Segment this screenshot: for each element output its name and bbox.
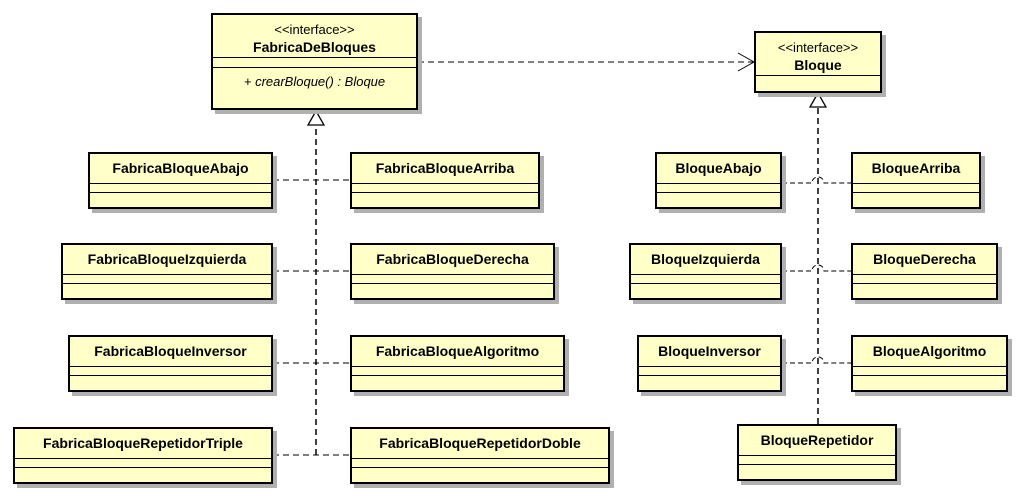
class-name: FabricaBloqueIzquierda (87, 251, 247, 267)
operations-compartment (90, 192, 271, 201)
class-name: FabricaBloqueRepetidorDoble (379, 435, 581, 451)
attributes-compartment (853, 366, 1006, 375)
class-fabrica-bloque-derecha[interactable]: FabricaBloqueDerecha (350, 243, 555, 300)
class-name: BloqueRepetidor (760, 432, 874, 448)
dependency-fabrica-bloque (418, 52, 756, 72)
attributes-compartment (352, 366, 563, 375)
class-fabrica-bloque-inversor[interactable]: FabricaBloqueInversor (68, 335, 273, 392)
operations-compartment (352, 192, 538, 201)
operations-compartment (63, 283, 271, 292)
class-name: FabricaBloqueAlgoritmo (375, 343, 540, 359)
operations-compartment (352, 283, 553, 292)
class-bloque-algoritmo[interactable]: BloqueAlgoritmo (851, 335, 1008, 392)
class-fabrica-bloque-arriba[interactable]: FabricaBloqueArriba (350, 152, 540, 209)
attributes-compartment (853, 183, 979, 192)
class-name: FabricaBloqueDerecha (376, 251, 529, 267)
operations-compartment (352, 467, 608, 476)
operations-compartment (352, 375, 563, 384)
class-bloque-izquierda[interactable]: BloqueIzquierda (629, 243, 782, 300)
class-fabrica-bloque-izquierda[interactable]: FabricaBloqueIzquierda (61, 243, 273, 300)
operations-compartment (15, 467, 271, 476)
class-name: BloqueInversor (658, 343, 761, 359)
class-name: FabricaBloqueArriba (375, 160, 515, 176)
class-bloque-arriba[interactable]: BloqueArriba (851, 152, 981, 209)
attributes-compartment (213, 57, 416, 67)
class-name: FabricaBloqueInversor (94, 343, 247, 359)
operations-compartment (853, 375, 1006, 384)
operations-compartment (639, 375, 780, 384)
attributes-compartment (853, 274, 996, 283)
operations-compartment (853, 192, 979, 201)
stereotype-label: <<interface>> (777, 40, 859, 55)
operations-compartment (631, 283, 780, 292)
attributes-compartment (352, 183, 538, 192)
attributes-compartment (352, 458, 608, 467)
block-branches (782, 176, 851, 364)
class-bloque-inversor[interactable]: BloqueInversor (637, 335, 782, 392)
attributes-compartment (631, 274, 780, 283)
operation-crear-bloque: + crearBloque() : Bloque (213, 67, 416, 96)
operations-compartment (853, 283, 996, 292)
operations-compartment (657, 192, 780, 201)
operations-compartment (70, 375, 271, 384)
class-fabrica-bloque-abajo[interactable]: FabricaBloqueAbajo (88, 152, 273, 209)
attributes-compartment (63, 274, 271, 283)
class-name: BloqueIzquierda (651, 251, 760, 267)
class-name: BloqueAbajo (675, 160, 762, 176)
attributes-compartment (639, 366, 780, 375)
class-name: FabricaBloqueRepetidorTriple (43, 435, 243, 451)
factory-branches (273, 179, 350, 456)
attributes-compartment (15, 458, 271, 467)
attributes-compartment (70, 366, 271, 375)
class-fabrica-bloque-repetidor-doble[interactable]: FabricaBloqueRepetidorDoble (350, 427, 610, 484)
class-name: Bloque (794, 57, 842, 73)
class-name: BloqueAlgoritmo (872, 343, 987, 359)
class-bloque-derecha[interactable]: BloqueDerecha (851, 243, 998, 300)
class-fabrica-bloque-repetidor-triple[interactable]: FabricaBloqueRepetidorTriple (13, 427, 273, 484)
operations-compartment (739, 464, 895, 473)
attributes-compartment (657, 183, 780, 192)
stereotype-label: <<interface>> (274, 22, 355, 37)
attributes-compartment (756, 75, 880, 85)
attributes-compartment (352, 274, 553, 283)
class-fabrica-bloque-algoritmo[interactable]: FabricaBloqueAlgoritmo (350, 335, 565, 392)
class-name: BloqueDerecha (873, 251, 976, 267)
class-name: FabricaBloqueAbajo (112, 160, 249, 176)
attributes-compartment (739, 455, 895, 464)
class-bloque-abajo[interactable]: BloqueAbajo (655, 152, 782, 209)
class-fabrica-de-bloques[interactable]: <<interface>> FabricaDeBloques + crearBl… (211, 13, 418, 110)
class-name: FabricaDeBloques (253, 39, 376, 55)
class-name: BloqueArriba (871, 160, 961, 176)
attributes-compartment (90, 183, 271, 192)
class-bloque-repetidor[interactable]: BloqueRepetidor (737, 424, 897, 481)
class-bloque[interactable]: <<interface>> Bloque (754, 31, 882, 93)
